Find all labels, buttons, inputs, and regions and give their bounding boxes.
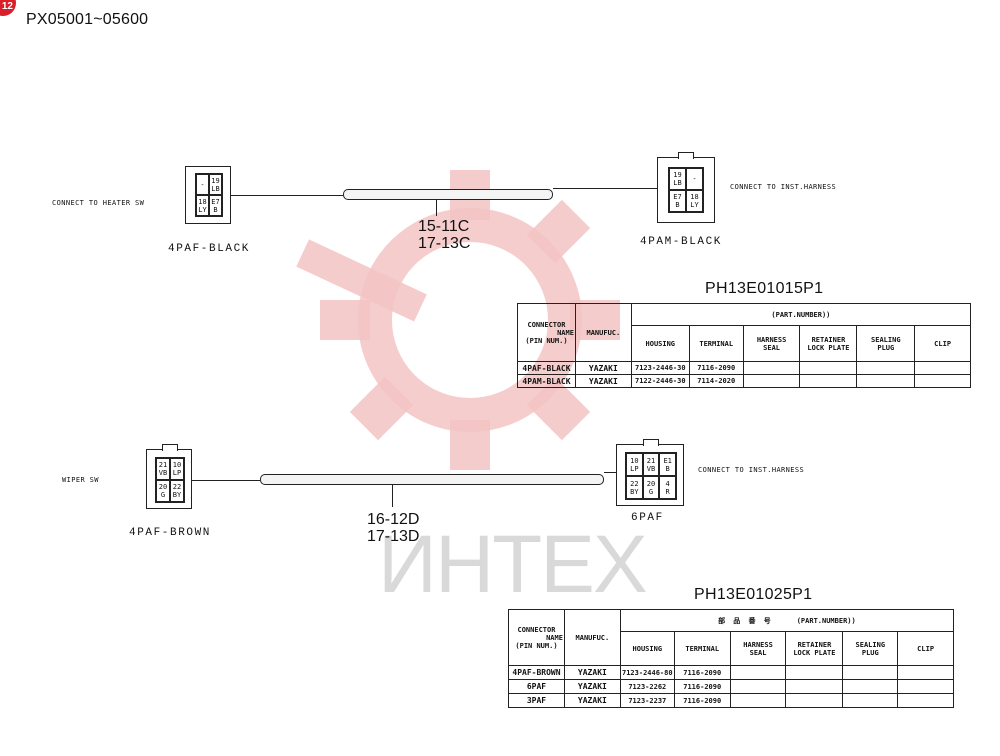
h2-bundle: [260, 474, 604, 485]
table-row: 4PAM-BLACK YAZAKI 7122-2446-30 7114-2020: [517, 374, 971, 388]
h2-th-connector: CONNECTOR NAME (PIN NUM.): [508, 609, 565, 666]
pin: 4 R: [659, 476, 676, 499]
h1-wire-left: [231, 195, 343, 196]
h2-leader-line: [392, 485, 393, 507]
pin: 22 BY: [626, 476, 643, 499]
h2-th-housing: HOUSING: [619, 631, 675, 666]
pin: E1 B: [659, 453, 676, 476]
pin: -: [196, 174, 209, 195]
h2-left-note: WIPER SW: [62, 476, 99, 484]
h2-right-connector-name: 6PAF: [631, 512, 664, 524]
model-range-title: PX05001~05600: [26, 11, 149, 28]
h1-leader-line: [436, 200, 437, 216]
pin: 10 LP: [626, 453, 643, 476]
h1-part-number: PH13E01015P1: [705, 280, 824, 297]
h1-th-part-number-group: (PART.NUMBER)): [630, 303, 972, 326]
h2-th-part-number-group: 部 品 番 号(PART.NUMBER)): [619, 609, 955, 632]
h2-left-pin-grid: 21 VB 10 LP 20 G 22 BY: [155, 457, 185, 503]
h2-wire-left: [192, 480, 260, 481]
page-badge: 12: [0, 0, 16, 16]
h2-right-note: CONNECT TO INST.HARNESS: [698, 466, 805, 474]
pin: 21 VB: [156, 458, 170, 480]
h2-parts-table: CONNECTOR NAME (PIN NUM.) MANUFUC. 部 品 番…: [508, 609, 955, 708]
h1-parts-table: CONNECTOR NAME (PIN NUM.) MANUFUC. (PART…: [517, 303, 972, 388]
h1-th-manufacturer: MANUFUC.: [574, 303, 632, 362]
h2-th-terminal: TERMINAL: [673, 631, 731, 666]
table-row: 6PAF YAZAKI 7123-2262 7116-2090: [508, 679, 954, 694]
pin: 20 G: [642, 476, 660, 499]
pin: 21 VB: [642, 453, 660, 476]
pin: 18 LY: [686, 190, 703, 212]
h1-right-pin-grid: 19 LB - E7 B 18 LY: [668, 167, 704, 213]
h2-left-connector: 21 VB 10 LP 20 G 22 BY: [146, 444, 192, 509]
h1-th-housing: HOUSING: [630, 325, 690, 362]
h1-right-connector-name: 4PAM-BLACK: [640, 236, 723, 248]
h1-left-connector-name: 4PAF-BLACK: [168, 243, 251, 255]
watermark-text: ИНТЕХ: [378, 519, 648, 610]
h2-th-clip: CLIP: [897, 631, 954, 666]
h1-th-terminal: TERMINAL: [688, 325, 744, 362]
h1-left-note: CONNECT TO HEATER SW: [52, 199, 145, 207]
h1-left-pin-grid: - 19 LB 18 LY E7 B: [195, 173, 223, 217]
h1-th-clip: CLIP: [914, 325, 971, 362]
h2-circuit-1: 16-12D: [367, 511, 420, 528]
pin: E7 B: [209, 195, 222, 216]
h1-th-connector: CONNECTOR NAME (PIN NUM.): [517, 303, 576, 362]
h2-right-pin-grid: 10 LP 21 VB E1 B 22 BY 20 G 4 R: [625, 452, 677, 500]
h2-right-connector: 10 LP 21 VB E1 B 22 BY 20 G 4 R: [616, 439, 684, 506]
h1-bundle: [343, 189, 553, 200]
h2-circuit-2: 17-13D: [367, 528, 420, 545]
pin: E7 B: [669, 190, 686, 212]
pin: 22 BY: [170, 480, 184, 502]
h2-wire-right: [604, 472, 616, 473]
pin: -: [686, 168, 703, 190]
h2-left-connector-name: 4PAF-BROWN: [129, 527, 212, 539]
h1-circuit-2: 17-13C: [418, 235, 471, 252]
table-row: 3PAF YAZAKI 7123-2237 7116-2090: [508, 693, 954, 708]
pin: 19 LB: [669, 168, 686, 190]
h1-right-note: CONNECT TO INST.HARNESS: [730, 183, 837, 191]
pin: 19 LB: [209, 174, 222, 195]
h1-wire-right: [553, 188, 657, 189]
pin: 18 LY: [196, 195, 209, 216]
pin: 10 LP: [170, 458, 184, 480]
table-row: 4PAF-BLACK YAZAKI 7123-2446-30 7116-2090: [517, 361, 971, 375]
table-row: 4PAF-BROWN YAZAKI 7123-2446-80 7116-2090: [508, 665, 954, 680]
h1-right-connector: 19 LB - E7 B 18 LY: [657, 152, 715, 223]
h2-part-number: PH13E01025P1: [694, 586, 813, 603]
h1-circuit-1: 15-11C: [418, 218, 470, 235]
pin: 20 G: [156, 480, 170, 502]
h1-left-connector: - 19 LB 18 LY E7 B: [185, 166, 231, 224]
h2-th-manufacturer: MANUFUC.: [563, 609, 621, 666]
